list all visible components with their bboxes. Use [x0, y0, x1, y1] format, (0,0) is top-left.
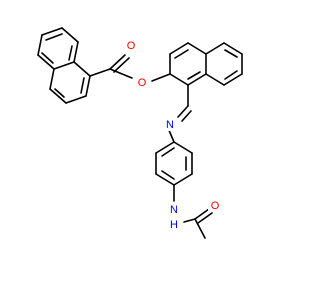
- bond: [224, 70, 238, 80]
- atom-label-layer: O O N N H O: [124, 38, 222, 231]
- bond: [224, 49, 238, 58]
- bond: [187, 71, 201, 80]
- bond: [80, 77, 85, 94]
- bond: [65, 95, 87, 104]
- bond-layer: [37, 27, 243, 239]
- bond: [183, 218, 196, 223]
- bond: [41, 52, 54, 64]
- bond: [194, 208, 210, 220]
- bond: [68, 45, 73, 61]
- bond: [61, 27, 79, 43]
- bond: [205, 42, 225, 55]
- imine-nitrogen-label: N: [166, 119, 174, 131]
- bond: [187, 42, 207, 55]
- bond: [41, 27, 63, 36]
- bond: [173, 173, 193, 186]
- bond: [161, 147, 175, 157]
- ester-carbonyl-oxygen-label: O: [127, 40, 136, 52]
- bond: [223, 42, 243, 55]
- bond: [85, 75, 91, 97]
- bond: [205, 73, 225, 86]
- amide-carbonyl-oxygen-label: O: [211, 200, 220, 212]
- bond: [89, 68, 111, 77]
- bond: [161, 170, 175, 180]
- bond: [37, 54, 55, 70]
- molecule-structure-diagram: O O N N H O: [37, 27, 243, 239]
- bond: [177, 105, 189, 118]
- amide-hydrogen-label: H: [170, 219, 178, 231]
- bond: [109, 54, 126, 70]
- bond: [53, 61, 75, 70]
- bond: [169, 73, 189, 86]
- bond: [37, 34, 43, 56]
- bond: [174, 49, 189, 59]
- bond: [223, 73, 243, 86]
- bond: [113, 57, 130, 73]
- bond: [169, 42, 189, 55]
- bond: [181, 110, 192, 122]
- bond: [109, 68, 133, 79]
- bond: [187, 73, 207, 86]
- bond: [155, 173, 175, 186]
- bond: [173, 141, 193, 154]
- bond: [151, 73, 171, 82]
- bond: [49, 88, 67, 104]
- bond: [49, 68, 55, 90]
- bond: [197, 212, 213, 224]
- ester-oxygen-label: O: [138, 77, 147, 89]
- bond: [155, 141, 175, 154]
- bond: [54, 88, 65, 98]
- bond: [73, 41, 79, 63]
- bond: [73, 61, 91, 77]
- bond: [45, 33, 63, 41]
- bond: [194, 218, 206, 239]
- amide-nitrogen-label: N: [170, 204, 178, 216]
